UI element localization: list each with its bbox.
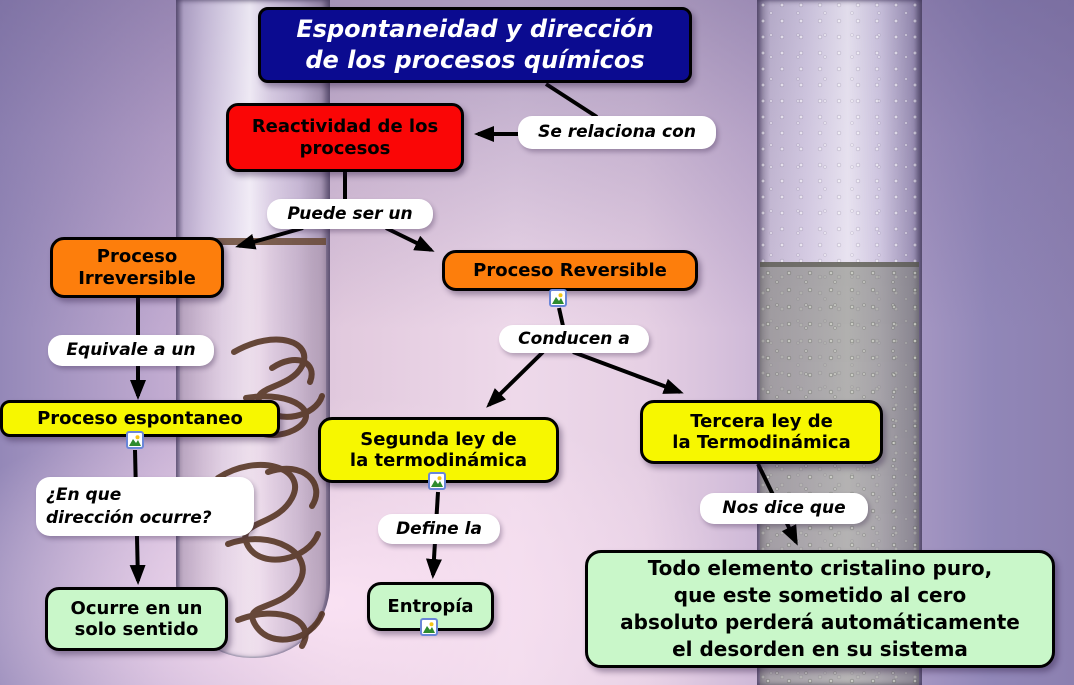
link-en-que-direccion[interactable]: ¿En que dirección ocurre? — [36, 477, 254, 536]
image-resource-icon[interactable] — [126, 431, 144, 449]
arrow-puedeser-to-irreversible — [235, 226, 304, 250]
image-resource-icon[interactable] — [549, 289, 567, 307]
node-proceso-espontaneo[interactable]: Proceso espontaneo — [0, 400, 280, 437]
link-label-text: Equivale a un — [66, 340, 196, 361]
line-title-to-serelaciona — [544, 82, 599, 119]
map-title-label: Espontaneidad y dirección de los proceso… — [296, 14, 654, 74]
link-equivale-a-un[interactable]: Equivale a un — [48, 335, 214, 366]
node-label: Todo elemento cristalino puro, que este … — [620, 556, 1020, 661]
link-label-text: Se relaciona con — [538, 122, 696, 143]
image-resource-icon[interactable] — [420, 618, 438, 636]
link-se-relaciona-con[interactable]: Se relaciona con — [518, 116, 716, 149]
link-label-text: Conducen a — [518, 328, 630, 349]
node-proceso-reversible[interactable]: Proceso Reversible — [442, 250, 698, 291]
link-label-text: ¿En que dirección ocurre? — [46, 485, 212, 528]
link-label-text: Define la — [396, 518, 482, 539]
node-proceso-irreversible[interactable]: Proceso Irreversible — [50, 237, 224, 298]
node-tercera-ley[interactable]: Tercera ley de la Termodinámica — [640, 400, 883, 464]
link-label-text: Nos dice que — [722, 498, 846, 519]
arrow-conducen-to-terceraley — [572, 350, 684, 394]
link-label-text: Puede ser un — [287, 203, 413, 224]
node-ocurre-solo-sentido[interactable]: Ocurre en un solo sentido — [45, 587, 228, 651]
node-reactividad[interactable]: Reactividad de los procesos — [226, 103, 464, 172]
line-reversible-to-conducen — [557, 307, 565, 327]
node-tercera-ley-texto[interactable]: Todo elemento cristalino puro, que este … — [585, 550, 1055, 668]
link-puede-ser-un[interactable]: Puede ser un — [267, 199, 433, 229]
link-nos-dice-que[interactable]: Nos dice que — [700, 493, 868, 524]
arrow-puedeser-to-reversible — [385, 226, 435, 252]
node-label: Proceso Reversible — [473, 259, 667, 281]
node-label: Ocurre en un solo sentido — [70, 597, 203, 640]
map-title[interactable]: Espontaneidad y dirección de los proceso… — [258, 7, 692, 83]
node-label: Tercera ley de la Termodinámica — [672, 410, 851, 453]
node-label: Entropía — [387, 595, 474, 617]
picture-glyph — [552, 293, 564, 304]
picture-glyph — [129, 435, 141, 446]
node-segunda-ley[interactable]: Segunda ley de la termodinámica — [318, 417, 559, 483]
link-conducen-a[interactable]: Conducen a — [499, 325, 649, 353]
image-resource-icon[interactable] — [428, 472, 446, 490]
link-define-la[interactable]: Define la — [378, 514, 500, 544]
node-label: Proceso Irreversible — [78, 246, 196, 289]
arrow-conducen-to-segundaley — [486, 350, 545, 408]
node-label: Reactividad de los procesos — [251, 116, 439, 159]
node-label: Proceso espontaneo — [37, 407, 243, 429]
picture-glyph — [423, 622, 435, 633]
node-label: Segunda ley de la termodinámica — [349, 428, 528, 471]
picture-glyph — [431, 476, 443, 487]
